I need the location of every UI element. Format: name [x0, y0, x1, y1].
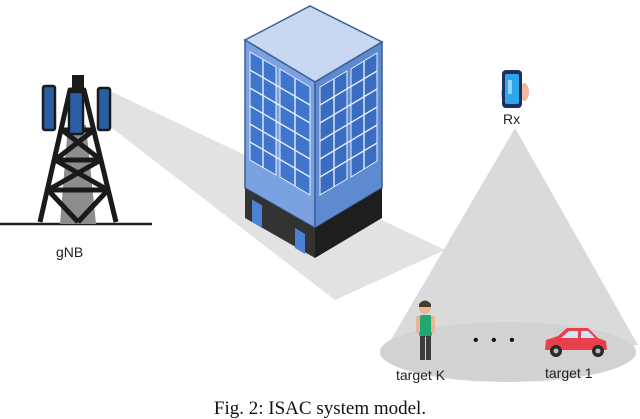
rx-label: Rx	[503, 111, 521, 127]
target-1-label: target 1	[545, 365, 593, 381]
figure-caption: Fig. 2: ISAC system model.	[213, 398, 427, 419]
building-icon	[243, 5, 384, 258]
gnb-label: gNB	[56, 244, 84, 260]
car-icon	[545, 328, 607, 357]
target-k-label: target K	[396, 367, 446, 383]
person-icon	[416, 300, 435, 360]
ellipsis-label: • • •	[473, 332, 519, 349]
smartphone-icon	[501, 70, 529, 108]
rx-beam	[382, 128, 638, 355]
cell-tower-icon	[37, 75, 119, 224]
